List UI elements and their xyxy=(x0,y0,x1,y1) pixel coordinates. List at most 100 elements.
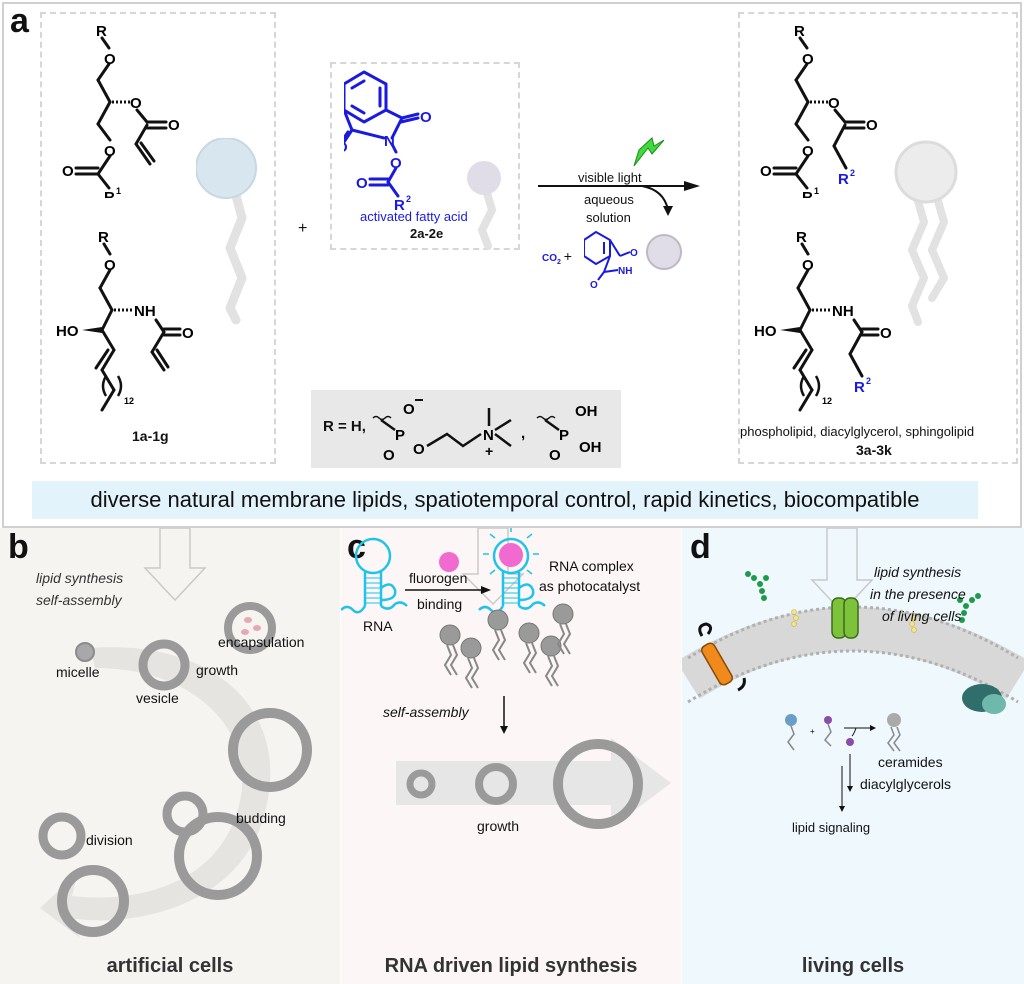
condition-above: visible light xyxy=(578,170,642,185)
svg-text:1: 1 xyxy=(116,186,121,196)
svg-text:,: , xyxy=(521,425,525,442)
svg-text:O: O xyxy=(344,139,348,156)
label-growth: growth xyxy=(477,818,520,834)
svg-text:P: P xyxy=(395,427,405,444)
panel-d-title: living cells xyxy=(801,955,905,977)
condition-below-2: solution xyxy=(586,210,631,225)
r-group-box: R = H, P O O O N + , P OH OH O xyxy=(311,390,621,468)
lipid-head-acid-icon xyxy=(467,161,501,250)
label-budding: budding xyxy=(236,810,286,826)
label-division: division xyxy=(86,832,133,848)
svg-text:+: + xyxy=(485,443,493,459)
svg-text:HO: HO xyxy=(56,323,79,340)
svg-text:O: O xyxy=(802,257,814,274)
growing-vesicle-icon xyxy=(228,708,312,792)
phthalimide-structure: O NH O xyxy=(584,231,682,291)
svg-text:12: 12 xyxy=(124,396,134,406)
panel-b-caption-1: lipid synthesis xyxy=(36,570,124,586)
lightning-icon xyxy=(633,137,665,167)
label-growth: growth xyxy=(196,662,239,678)
svg-text:O: O xyxy=(168,117,180,134)
svg-text:R: R xyxy=(838,171,849,188)
svg-text:O: O xyxy=(802,143,814,160)
label-rna: RNA xyxy=(363,618,393,634)
panel-letter-c: c xyxy=(347,528,366,566)
glow-rays-icon xyxy=(483,528,539,575)
svg-text:+: + xyxy=(810,727,815,736)
reactants-label: 1a-1g xyxy=(132,428,169,444)
activated-acid-label: 2a-2e xyxy=(410,226,444,241)
label-fluorogen: fluorogen xyxy=(409,570,468,586)
svg-text:N: N xyxy=(483,427,494,444)
svg-text:12: 12 xyxy=(822,396,832,406)
svg-text:R: R xyxy=(854,379,865,396)
co2-label: CO2 + xyxy=(542,248,572,266)
peripheral-protein-icon xyxy=(962,684,1006,714)
atom-R: R xyxy=(96,23,107,40)
svg-text:HO: HO xyxy=(754,323,777,340)
channel-protein-icon xyxy=(831,597,859,639)
rna-hairpin-icon xyxy=(341,537,408,614)
panel-c-title: RNA driven lipid synthesis xyxy=(384,955,638,977)
vesicle-icon xyxy=(138,639,190,691)
svg-text:1: 1 xyxy=(814,186,819,196)
reactants-box xyxy=(40,12,276,464)
glycan-left-icon xyxy=(745,571,769,601)
r-group-structures: P O O O N + , P OH OH O xyxy=(372,399,602,464)
svg-text:R: R xyxy=(104,189,115,198)
products-caption: phospholipid, diacylglycerol, sphingolip… xyxy=(740,424,975,439)
label-encapsulation: encapsulation xyxy=(218,634,305,650)
svg-text:O: O xyxy=(880,325,892,342)
svg-text:2: 2 xyxy=(406,194,411,204)
lipid-single-chain-icon xyxy=(196,138,257,325)
svg-text:O: O xyxy=(760,163,772,180)
panel-d: d + lipid synthesis in the presence of l… xyxy=(682,528,1024,984)
svg-text:O: O xyxy=(104,51,116,68)
svg-text:O: O xyxy=(182,325,194,342)
label-micelle: micelle xyxy=(56,664,100,680)
products-label: 3a-3k xyxy=(856,442,892,458)
label-complex-1: RNA complex xyxy=(549,558,634,574)
division-small-icon xyxy=(38,812,86,860)
lipid-double-chain-icon xyxy=(894,140,958,326)
panel-d-caption-2: in the presence xyxy=(870,586,966,602)
panel-c: c xyxy=(341,528,681,984)
activated-acid-structure: O N O O O R 2 xyxy=(344,70,432,214)
division-large-icon xyxy=(57,865,129,937)
r-group-prefix: R = H, xyxy=(323,418,366,435)
reaction-scheme: + xyxy=(785,713,901,812)
svg-text:P: P xyxy=(559,427,569,444)
svg-text:O: O xyxy=(590,280,598,291)
panel-letter-b: b xyxy=(8,528,29,566)
panel-c-graphic xyxy=(341,528,671,829)
products-box xyxy=(738,12,1018,464)
svg-text:O: O xyxy=(104,143,116,160)
panel-b-title: artificial cells xyxy=(106,955,234,977)
panel-b-graphic xyxy=(38,528,312,938)
label-lipid-signaling: lipid signaling xyxy=(792,820,871,835)
budding-vesicle-icon xyxy=(174,812,262,900)
svg-text:R: R xyxy=(796,229,807,246)
label-complex-2: as photocatalyst xyxy=(539,578,641,594)
svg-text:O: O xyxy=(828,95,840,112)
svg-text:O: O xyxy=(866,117,878,134)
cholesterol-icon xyxy=(791,609,917,633)
panel-letter-d: d xyxy=(690,528,711,566)
glycan-right-icon xyxy=(957,593,981,623)
panel-b: b lipid synthesis self-assembly micelle … xyxy=(0,528,340,984)
svg-text:O: O xyxy=(62,163,74,180)
cycle-arrow xyxy=(40,647,271,938)
activated-acid-box xyxy=(330,62,520,250)
fluorogen-icon xyxy=(439,552,459,572)
svg-text:O: O xyxy=(383,447,395,464)
encapsulation-vesicle-icon xyxy=(224,602,276,654)
svg-text:R: R xyxy=(802,189,813,198)
svg-text:OH: OH xyxy=(579,439,602,456)
lipid-molecules xyxy=(439,603,574,659)
svg-text:R: R xyxy=(98,229,109,246)
label-vesicle: vesicle xyxy=(136,690,179,706)
reactant-glycerol-structure: R O O O O O R 1 xyxy=(62,23,180,198)
activated-acid-name: activated fatty acid xyxy=(360,209,468,224)
panel-b-caption-2: self-assembly xyxy=(36,592,122,608)
lipid-head-byproduct-icon xyxy=(646,234,682,270)
